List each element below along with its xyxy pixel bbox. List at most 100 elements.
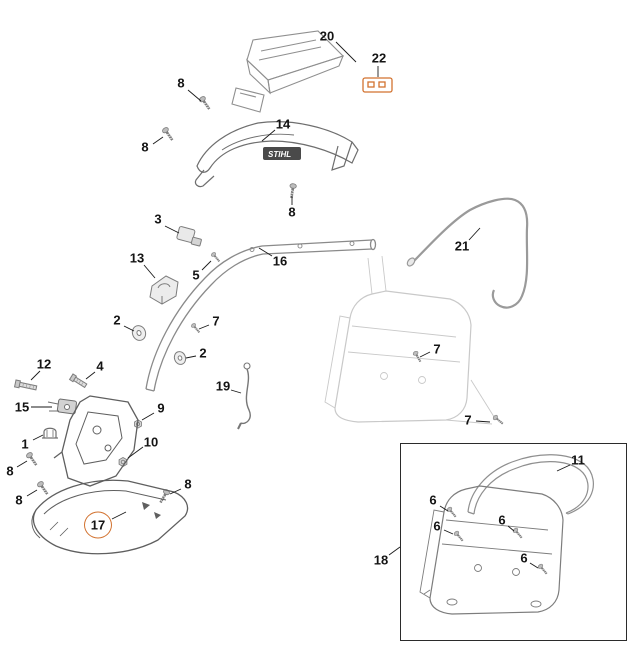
callout-12[interactable]: 12 [36,356,52,372]
callout-2[interactable]: 2 [199,345,207,361]
screw-icon [197,94,214,113]
callout-1[interactable]: 1 [21,436,29,452]
callout-11[interactable]: 11 [571,452,585,468]
part-5-pin [209,250,223,264]
callout-4[interactable]: 4 [96,358,104,374]
callout-16[interactable]: 16 [272,253,288,269]
leader-line-17 [111,511,127,520]
part-17-cover [31,479,189,555]
leader-line-7 [475,420,491,423]
part-2-grommet [173,351,187,365]
leader-line-13 [143,264,156,279]
screw-icon [287,181,298,200]
part-19-cable [237,362,251,430]
ghost-housing [324,255,497,425]
part-13-clamp [149,275,179,305]
leader-line-7 [198,324,210,330]
callout-13[interactable]: 13 [129,250,145,266]
leader-line-5 [201,260,212,271]
callout-8[interactable]: 8 [15,492,23,508]
leader-line-11 [556,464,571,472]
callout-8[interactable]: 8 [184,476,192,492]
screw-icon [24,450,41,469]
callout-19[interactable]: 19 [215,378,231,394]
screw-icon [35,479,52,498]
part-1-clip [42,427,58,439]
callout-7[interactable]: 7 [433,341,441,357]
callout-3[interactable]: 3 [154,211,162,227]
callout-18[interactable]: 18 [373,552,389,568]
callout-8[interactable]: 8 [141,139,149,155]
callout-8[interactable]: 8 [177,75,185,91]
leader-line-1 [32,434,44,441]
callout-17-highlighted[interactable]: 17 [84,511,112,539]
leader-line-8 [152,136,164,145]
leader-line-6 [507,525,515,532]
screw-icon [160,125,177,144]
leader-line-16 [258,247,273,257]
callout-6[interactable]: 6 [429,492,437,508]
leader-line-4 [85,371,96,380]
callout-8[interactable]: 8 [288,204,296,220]
callout-6[interactable]: 6 [498,512,506,528]
callout-14[interactable]: 14 [275,116,291,132]
part-20-top-cover [246,30,345,95]
screw-icon [491,413,506,427]
part-17-bracket [53,395,139,487]
leader-line-8 [169,488,182,495]
callout-8[interactable]: 8 [6,463,14,479]
part-16-handlebar [145,238,377,392]
leader-line-7 [419,351,431,358]
leader-line-9 [141,412,155,421]
part-22-connector [362,77,393,93]
leader-line-8 [187,89,202,102]
callout-22[interactable]: 22 [371,50,387,66]
screw-icon [536,562,550,577]
part-14-console [194,121,359,188]
leader-line-12 [30,370,41,381]
callout-20[interactable]: 20 [319,28,335,44]
callout-21[interactable]: 21 [454,238,470,254]
brand-label: STIHL [268,150,291,159]
part-18-housing [419,485,564,615]
leader-line-2 [123,325,135,332]
leader-line-8 [26,489,38,497]
part-20-lower-piece [231,87,265,113]
part-15-bracket [47,398,77,415]
leader-line-19 [230,389,242,394]
part-2-grommet [131,325,147,341]
leader-line-8 [16,460,28,468]
callout-5[interactable]: 5 [192,267,200,283]
part-11-frame [467,454,594,515]
leader-line-6 [443,529,454,535]
leader-line-6 [439,505,449,512]
leader-line-21 [468,227,481,241]
leader-line-6 [529,562,539,569]
leader-line-10 [127,446,144,459]
leader-line-14 [261,129,276,142]
callout-6[interactable]: 6 [433,518,441,534]
callout-6[interactable]: 6 [520,550,528,566]
screw-icon [189,321,203,335]
leader-line-20 [335,41,357,63]
part-4-bolt [68,373,88,389]
part-21-wire-loop [406,197,529,309]
part-3-switch-block [176,226,202,247]
callout-10[interactable]: 10 [143,434,159,450]
leader-line-2 [185,355,197,359]
callout-9[interactable]: 9 [157,400,165,416]
inset-box [400,443,627,641]
callout-7[interactable]: 7 [464,412,472,428]
leader-line-3 [164,225,180,234]
part-12-bolt [13,379,38,391]
leader-lines [16,41,571,569]
callout-7[interactable]: 7 [212,313,220,329]
screw-icon [452,529,466,544]
callout-2[interactable]: 2 [113,312,121,328]
leader-line-18 [388,546,401,556]
screw-icon [511,526,525,541]
callout-15[interactable]: 15 [14,399,30,415]
